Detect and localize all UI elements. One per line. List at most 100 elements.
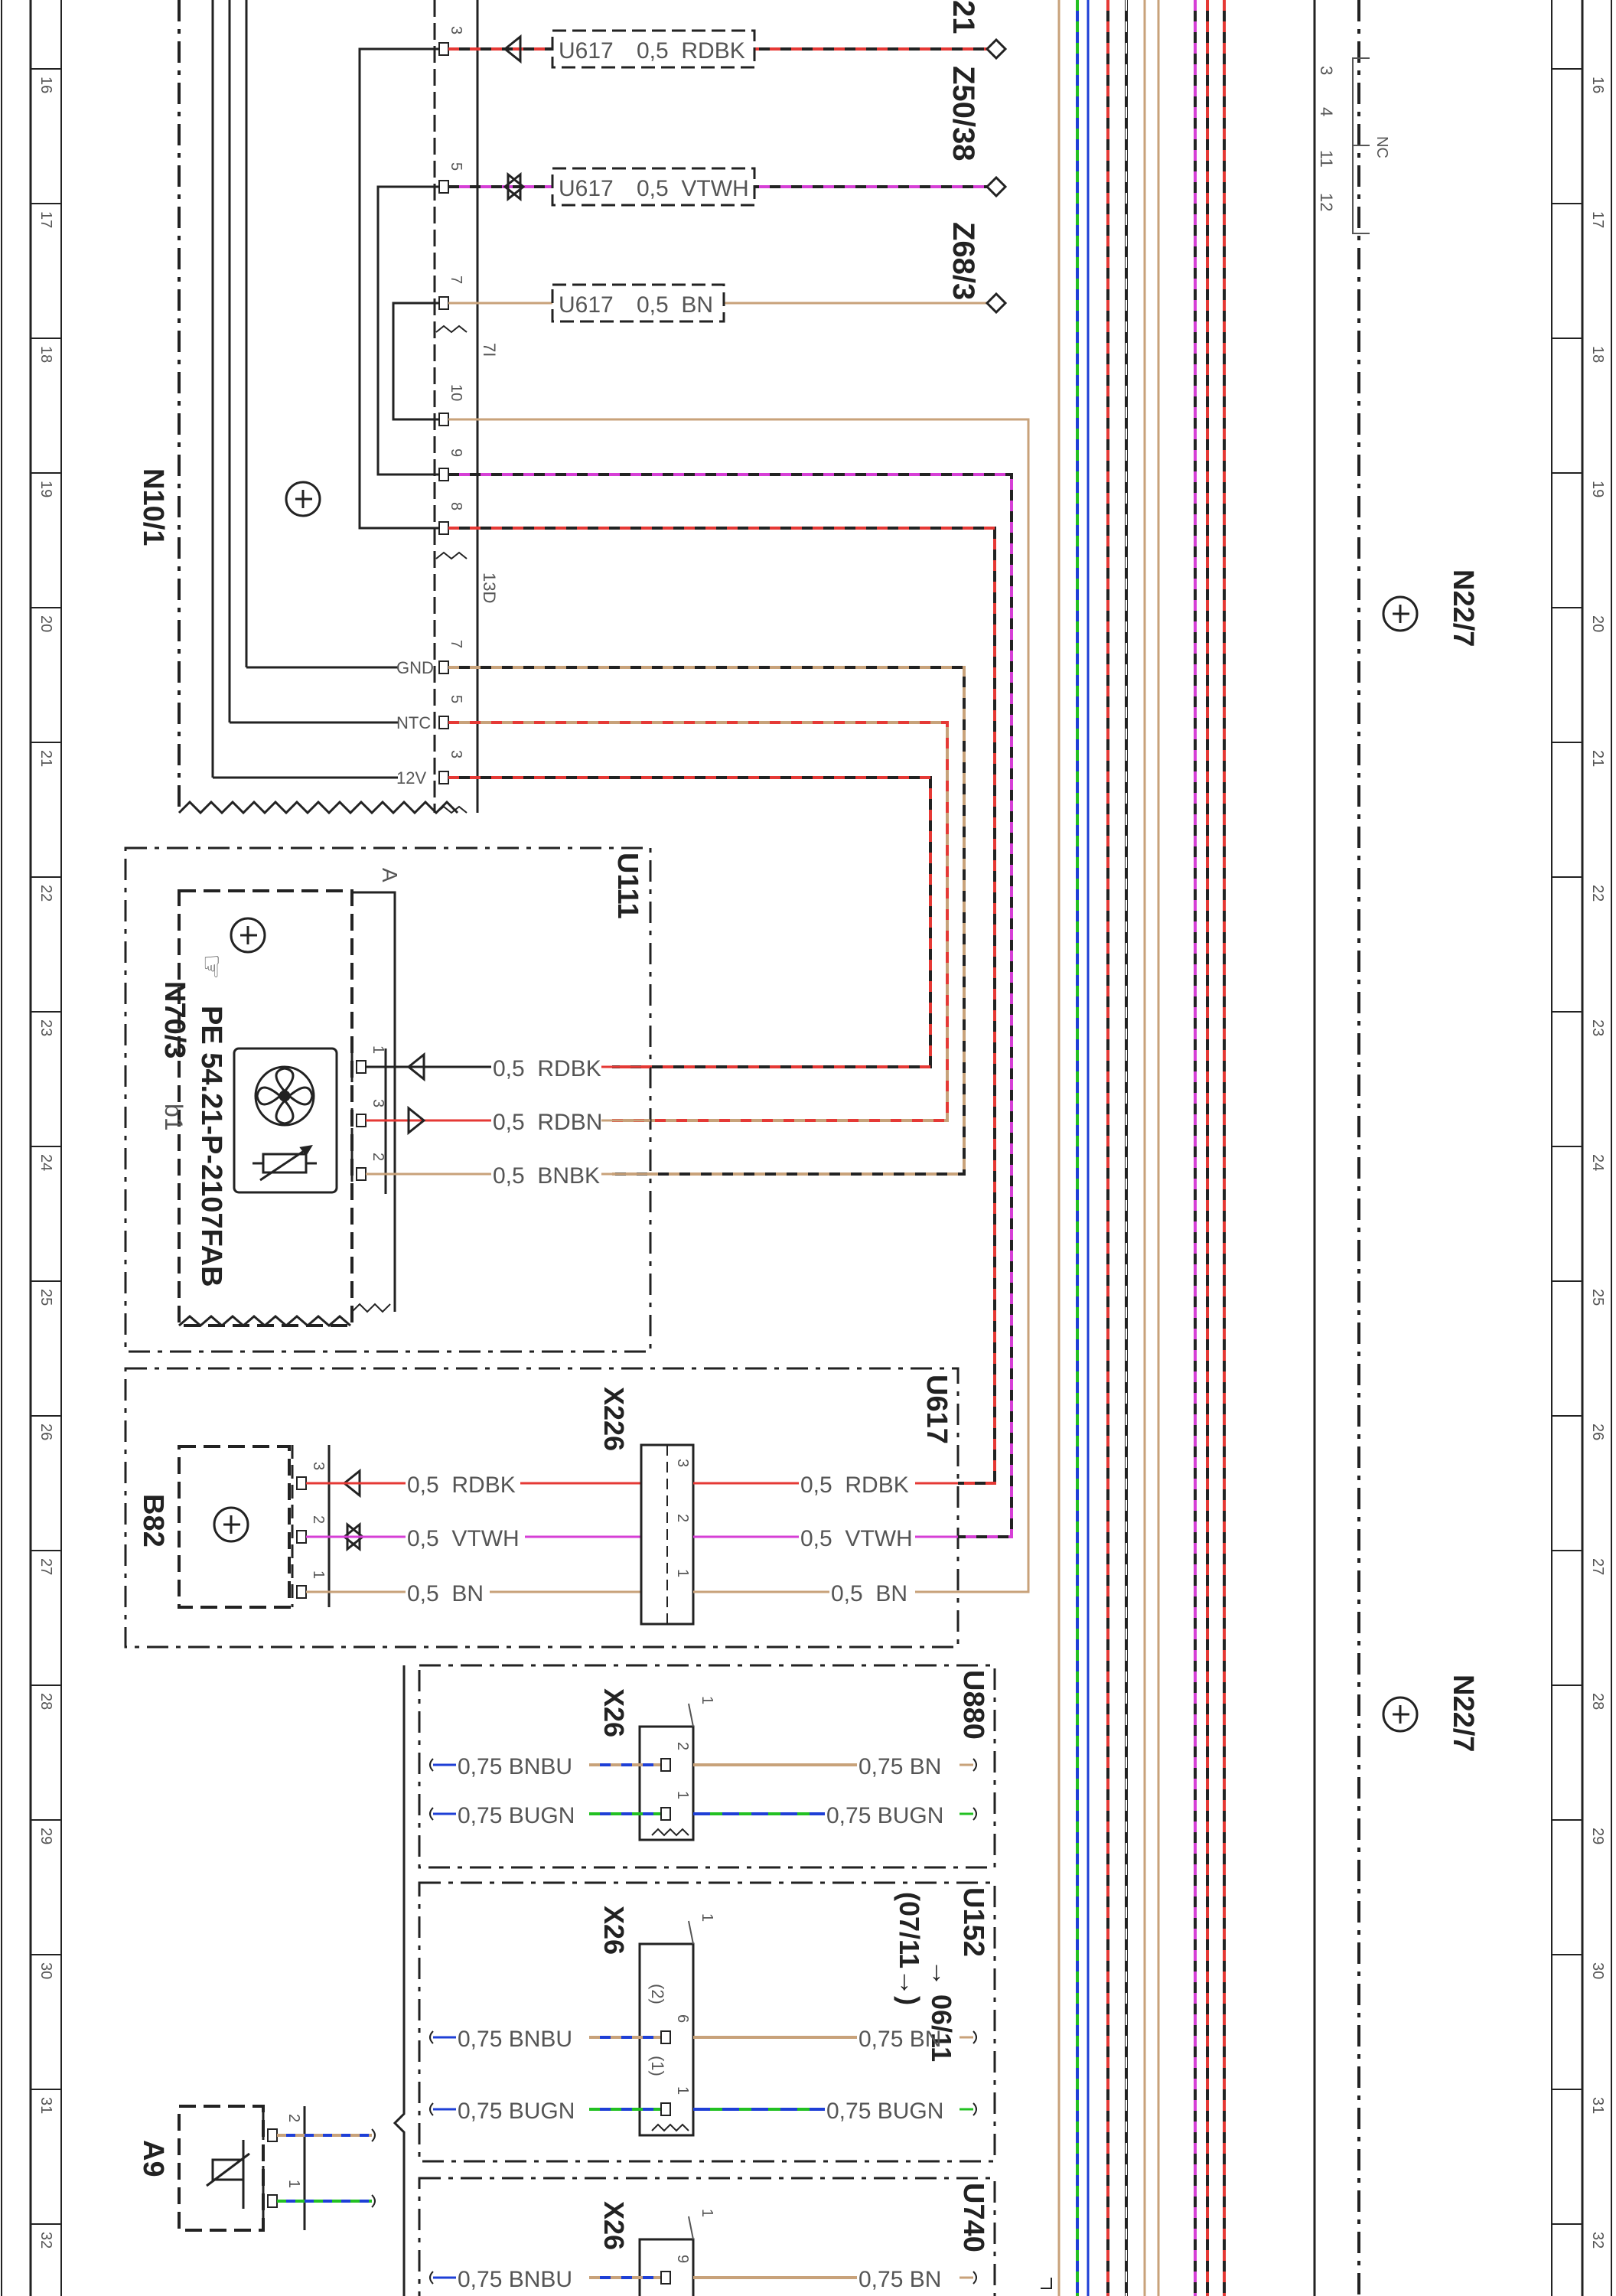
connector-ref: 1 (699, 2209, 715, 2217)
row-number-29: 29 (1589, 1828, 1606, 1844)
b82-pin-3: 3 (310, 1462, 327, 1470)
n70-3-pin-1: 1 (370, 1045, 386, 1054)
target-z50-38: Z50/38 (946, 66, 980, 161)
row-number-18: 18 (37, 346, 54, 363)
u617-harness-block: U617 B82 3 2 1 0,5 RDBK 0,5 VTW (124, 1367, 960, 1649)
x26-pin-number: 1 (674, 1791, 691, 1799)
n70-3-pin-2: 2 (370, 1153, 386, 1161)
row-ticks (31, 68, 1582, 2225)
relay-icon (206, 2140, 250, 2209)
n10-1-label: N10/1 (137, 468, 169, 546)
mid-wires (448, 418, 1030, 1593)
pin-5: 5 (448, 162, 464, 171)
pe-hand-icon: ☞ (195, 954, 227, 980)
target-z68-3: Z68/3 (946, 222, 980, 300)
top-wire-3-label: 0,5 BN (637, 292, 713, 318)
n10-1-conn-7i: 7I (480, 343, 499, 357)
row-number-24: 24 (1589, 1154, 1606, 1171)
pin-5-ntc: 5 (448, 695, 464, 703)
row-number-21: 21 (1589, 750, 1606, 767)
x26-connector-label: X26 (598, 1688, 630, 1737)
x226-pin-1: 1 (674, 1569, 691, 1577)
nc-pin-11: 11 (1317, 150, 1336, 168)
x26-connector-label: X26 (598, 1906, 630, 1955)
x26-alt-pin: (2) (648, 1984, 667, 2004)
bus-brace (1041, 2278, 1052, 2289)
top-wire-1-label: 0,5 RDBK (637, 38, 745, 64)
x26-alt-pin: (1) (648, 2056, 667, 2076)
a9-pin-1: 1 (285, 2180, 302, 2188)
ground-symbol (1382, 595, 1419, 1733)
x226-wire-right-1: 0,5 RDBK (800, 1473, 909, 1498)
nc-pin-4: 4 (1317, 107, 1336, 116)
x226-wire-right-3: 0,5 BN (831, 1581, 907, 1606)
n10-1-conn-13d: 13D (480, 572, 499, 603)
n70-3-label: N70/3 (158, 981, 191, 1058)
n70-3-wire-3: 0,5 BNBK (493, 1163, 600, 1189)
row-number-21: 21 (37, 750, 54, 767)
n70-3-wire-2: 0,5 RDBN (493, 1110, 602, 1135)
row-number-22: 22 (1589, 885, 1606, 902)
x26-right-wire-label: 0,75 BN (858, 1754, 941, 1779)
pin-3-12v: 3 (448, 750, 464, 758)
n10-1-module: N10/1 7I 13D 3 5 7 (137, 0, 499, 815)
row-number-16: 16 (37, 77, 54, 93)
x26-connector-label: X26 (598, 2201, 630, 2250)
b82-ground-symbol (213, 1506, 249, 1543)
date-range-upper: → 06/11 (926, 1959, 957, 2062)
row-number-32: 32 (37, 2232, 54, 2249)
connector-ref: 1 (699, 1913, 715, 1922)
pin-label-ntc: NTC (396, 713, 431, 732)
pin-7: 7 (448, 276, 464, 284)
x26-pin-number: 9 (674, 2255, 691, 2263)
fan-motor-icon (233, 1047, 338, 1194)
row-number-28: 28 (1589, 1693, 1606, 1710)
nc-bracket (1352, 57, 1370, 234)
row-number-29: 29 (37, 1828, 54, 1844)
row-number-30: 30 (1589, 1962, 1606, 1979)
row-number-24: 24 (37, 1154, 54, 1171)
row-number-25: 25 (37, 1289, 54, 1306)
n22-7-frame: N22/7 N22/7 NC 3 4 11 12 (1317, 0, 1479, 2296)
x226-wire-right-2: 0,5 VTWH (800, 1526, 913, 1551)
target-21: 21 (946, 0, 980, 34)
n70-3-wire-1: 0,5 RDBK (493, 1056, 601, 1081)
row-number-25: 25 (1589, 1289, 1606, 1306)
row-number-17: 17 (1589, 211, 1606, 228)
harness-label: U740 (957, 2183, 989, 2252)
right-margin (1551, 0, 1612, 2296)
x26-left-wire-label: 0,75 BNBU (458, 2267, 572, 2292)
row-number-31: 31 (37, 2097, 54, 2114)
row-number-20: 20 (37, 615, 54, 632)
nc-pin-12: 12 (1317, 193, 1336, 211)
row-number-31: 31 (1589, 2097, 1606, 2114)
row-number-27: 27 (37, 1558, 54, 1575)
x226-pin-3: 3 (674, 1459, 691, 1467)
pin-9: 9 (448, 448, 464, 457)
row-number-32: 32 (1589, 2232, 1606, 2249)
b82-wire-left-1: 0,5 RDBK (407, 1473, 516, 1498)
row-number-28: 28 (37, 1693, 54, 1710)
b82-wire-left-2: 0,5 VTWH (407, 1526, 520, 1551)
x26-right-wire-label: 0,75 BUGN (826, 1803, 943, 1828)
row-number-23: 23 (1589, 1019, 1606, 1036)
row-number-20: 20 (1589, 615, 1606, 632)
n70-3-pin-3: 3 (370, 1099, 386, 1107)
harness-bus (1057, 0, 1316, 2296)
pin-7-gnd: 7 (448, 640, 464, 648)
pin-8: 8 (448, 502, 464, 510)
a9-label: A9 (137, 2140, 169, 2177)
b82-pin-1: 1 (310, 1570, 327, 1579)
x26-left-wire-label: 0,75 BNBU (458, 1754, 572, 1779)
b82-label: B82 (137, 1494, 169, 1548)
top-wire-2-label: 0,5 VTWH (637, 176, 749, 201)
x26-left-wire-label: 0,75 BUGN (458, 1803, 575, 1828)
left-margin (1, 0, 62, 2296)
row-number-17: 17 (37, 211, 54, 228)
row-number-22: 22 (37, 885, 54, 902)
harness-label: U152 (957, 1887, 989, 1957)
u617-label: U617 (920, 1375, 953, 1444)
